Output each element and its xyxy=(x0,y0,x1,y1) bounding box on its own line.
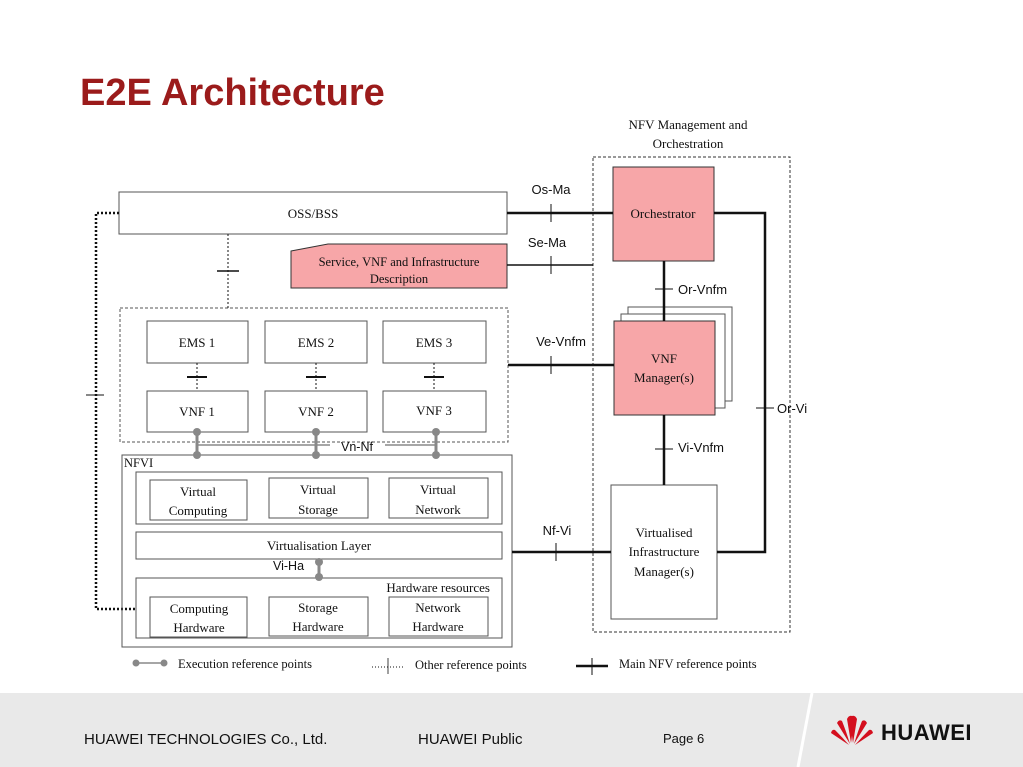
orchestrator-label: Orchestrator xyxy=(631,206,697,221)
legend-main-marker xyxy=(576,658,608,675)
virtual-network-label-2: Network xyxy=(415,502,461,517)
hardware-resources-label: Hardware resources xyxy=(386,580,490,595)
vn-nf-label: Vn-Nf xyxy=(341,440,373,454)
legend: Execution reference points Other referen… xyxy=(132,657,757,675)
legend-execution-label: Execution reference points xyxy=(178,657,312,671)
huawei-wordmark: HUAWEI xyxy=(881,720,972,745)
main-reference-links xyxy=(507,211,767,554)
or-vnfm-label: Or-Vnfm xyxy=(678,282,727,297)
computing-hardware-label-2: Hardware xyxy=(173,620,224,635)
virtual-computing-label-2: Computing xyxy=(169,503,228,518)
description-box[interactable] xyxy=(290,243,508,289)
vnf-manager-box[interactable] xyxy=(613,320,716,416)
vi-vnfm-label: Vi-Vnfm xyxy=(678,440,724,455)
oss-bss-label: OSS/BSS xyxy=(288,206,339,221)
nf-vi-label: Nf-Vi xyxy=(543,523,572,538)
footer-page-number: Page 6 xyxy=(663,731,705,746)
virtual-storage-label-1: Virtual xyxy=(300,482,336,497)
oss-bss-box[interactable] xyxy=(118,191,508,235)
ems-vnf-container xyxy=(119,307,509,443)
footer-company: HUAWEI TECHNOLOGIES Co., Ltd. xyxy=(84,731,328,748)
virtual-computing-label-1: Virtual xyxy=(180,484,216,499)
virtual-storage-label-2: Storage xyxy=(298,502,338,517)
vnf-1-label: VNF 1 xyxy=(179,404,215,419)
huawei-flower-icon xyxy=(831,715,873,745)
description-label-line1: Service, VNF and Infrastructure xyxy=(319,255,480,269)
nfvi-label: NFVI xyxy=(124,456,153,470)
vnf-2-box[interactable] xyxy=(264,390,368,433)
slide-title: E2E Architecture xyxy=(80,72,385,114)
vi-ha-label: Vi-Ha xyxy=(273,559,304,573)
vim-label-line1: Virtualised xyxy=(636,525,693,540)
computing-hardware-box[interactable] xyxy=(149,596,248,638)
network-hardware-box[interactable] xyxy=(388,596,489,637)
ems-vnf-links xyxy=(187,363,444,391)
virtual-computing-box[interactable] xyxy=(149,479,248,521)
virtualisation-layer-label: Virtualisation Layer xyxy=(267,538,372,553)
mano-label-line2: Orchestration xyxy=(653,136,724,151)
vnf-1-box[interactable] xyxy=(146,390,249,433)
nfv-architecture-diagram: NFV Management and Orchestration OSS/BSS… xyxy=(86,117,807,675)
se-ma-label: Se-Ma xyxy=(528,235,567,250)
virtual-network-label-1: Virtual xyxy=(420,482,456,497)
vnf-manager-label-line1: VNF xyxy=(651,351,677,366)
virtualisation-layer-box[interactable] xyxy=(135,531,503,560)
storage-hardware-label-2: Hardware xyxy=(292,619,343,634)
vim-box[interactable] xyxy=(610,484,718,620)
slide-footer: HUAWEI TECHNOLOGIES Co., Ltd. HUAWEI Pub… xyxy=(0,693,1023,767)
legend-other-marker xyxy=(372,658,404,674)
storage-hardware-label-1: Storage xyxy=(298,600,338,615)
ems-3-label: EMS 3 xyxy=(416,335,452,350)
reference-labels: Os-Ma Se-Ma Or-Vnfm Ve-Vnfm Or-Vi Vi-Vnf… xyxy=(528,182,807,538)
vim-label-line3: Manager(s) xyxy=(634,564,694,579)
os-ma-label: Os-Ma xyxy=(532,182,572,197)
network-hardware-label-2: Hardware xyxy=(412,619,463,634)
ems-2-label: EMS 2 xyxy=(298,335,334,350)
legend-main-label: Main NFV reference points xyxy=(619,657,757,671)
vn-nf-links xyxy=(193,428,440,459)
network-hardware-label-1: Network xyxy=(415,600,461,615)
legend-execution-marker xyxy=(132,659,168,667)
ems-1-label: EMS 1 xyxy=(179,335,215,350)
mano-container xyxy=(592,156,791,633)
reference-ticks xyxy=(550,204,774,561)
storage-hardware-box[interactable] xyxy=(268,596,369,637)
ve-vnfm-label: Ve-Vnfm xyxy=(536,334,586,349)
virtual-storage-box[interactable] xyxy=(268,477,369,519)
mano-label-line1: NFV Management and xyxy=(629,117,748,132)
vnf-2-label: VNF 2 xyxy=(298,404,334,419)
or-vi-label: Or-Vi xyxy=(777,401,807,416)
vim-label-line2: Infrastructure xyxy=(629,544,700,559)
vnf-3-label: VNF 3 xyxy=(416,403,452,418)
virtual-network-box[interactable] xyxy=(388,477,489,519)
oss-hardware-link xyxy=(86,211,136,611)
huawei-logo: HUAWEI xyxy=(829,713,989,749)
description-label-line2: Description xyxy=(370,272,429,286)
vnf-3-box[interactable] xyxy=(382,390,487,433)
computing-hardware-label-1: Computing xyxy=(170,601,229,616)
footer-classification: HUAWEI Public xyxy=(418,731,523,748)
oss-ems-link xyxy=(217,234,239,308)
legend-other-label: Other reference points xyxy=(415,658,527,672)
vnf-manager-label-line2: Manager(s) xyxy=(634,370,694,385)
vi-ha-link xyxy=(315,558,323,581)
footer-divider xyxy=(796,693,814,767)
